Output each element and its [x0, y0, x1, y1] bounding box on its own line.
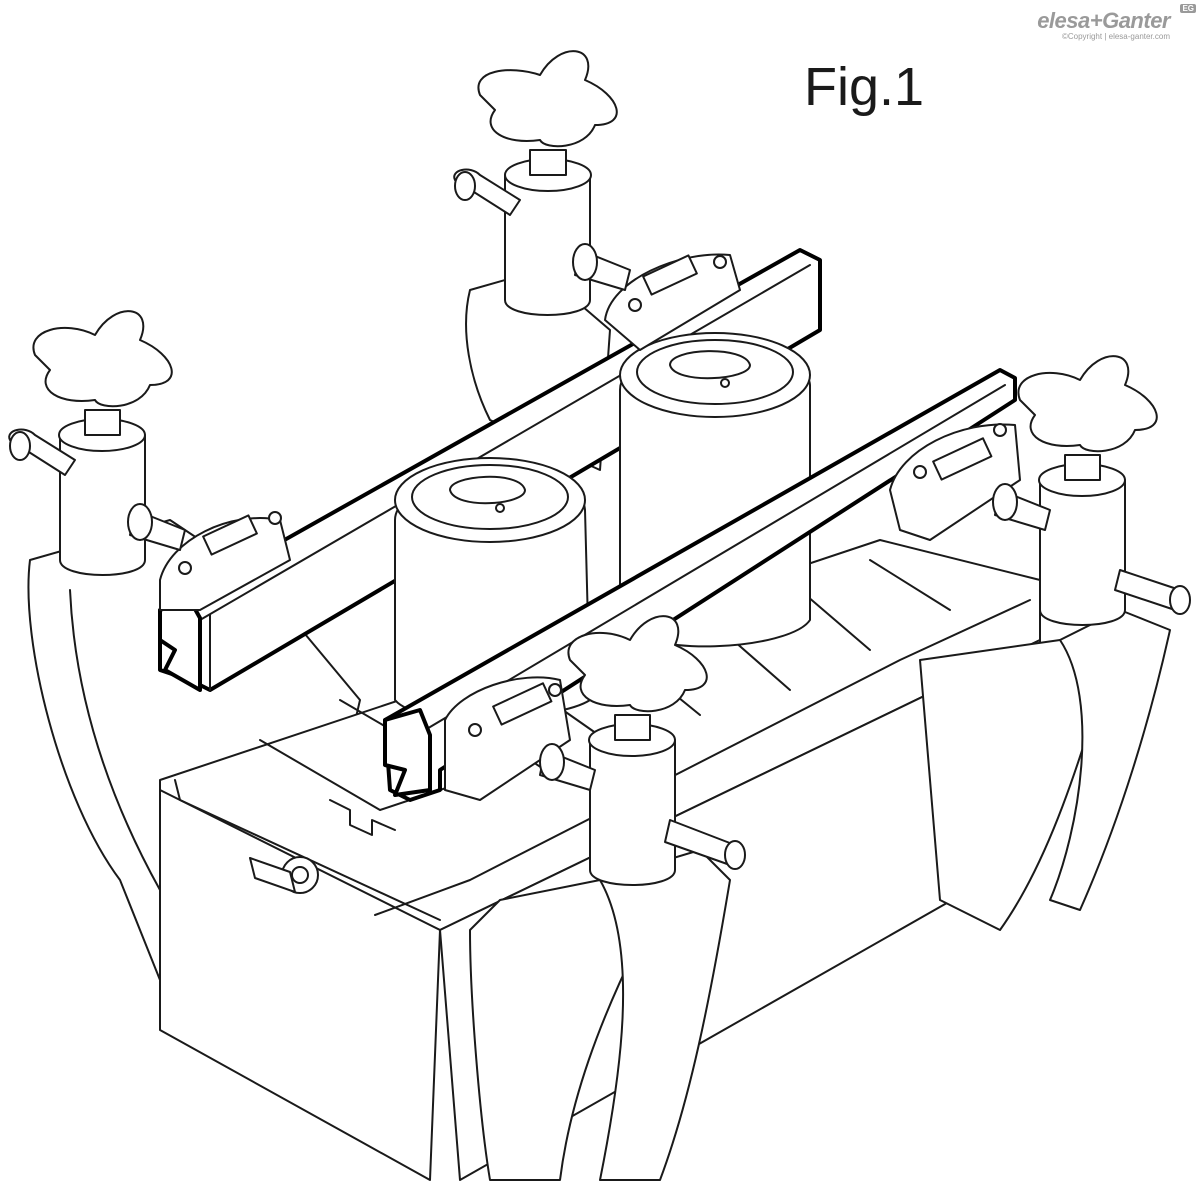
watermark-brand: elesa+Ganter — [1037, 8, 1170, 33]
front-support-bracket — [469, 849, 731, 1181]
rail-clamp-front-right — [889, 423, 1021, 541]
watermark-badge: EG — [1180, 4, 1196, 13]
star-knob-clamp-left — [8, 310, 186, 576]
star-knob-clamp-right — [992, 355, 1191, 626]
watermark-copyright: ©Copyright | elesa-ganter.com — [1061, 32, 1170, 41]
star-knob-clamp-front — [539, 615, 746, 886]
star-knob-clamp-back — [453, 50, 631, 316]
rail-clamp-back-left — [159, 511, 291, 611]
watermark-logo: EG elesa+Ganter ©Copyright | elesa-gante… — [1037, 4, 1196, 42]
figure-label: Fig.1 — [804, 57, 925, 117]
rail-clamp-back-right — [604, 253, 741, 351]
right-support-bracket — [919, 609, 1171, 931]
rail-clamp-front-left — [444, 676, 571, 801]
